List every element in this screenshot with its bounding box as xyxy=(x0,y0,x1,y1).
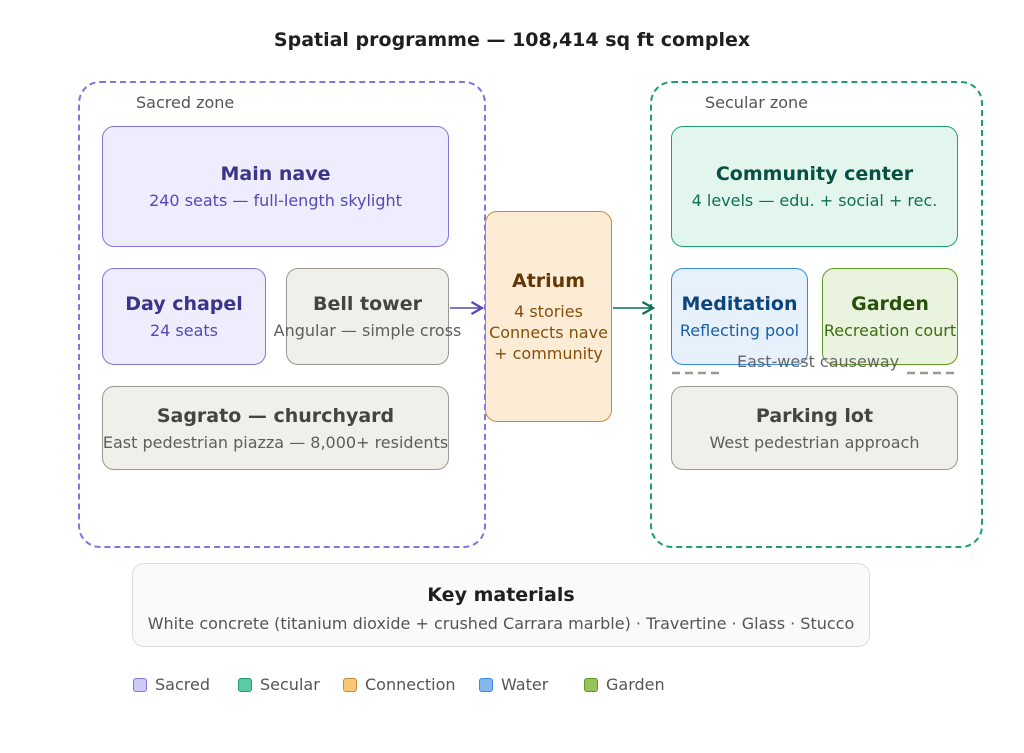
legend-swatch-sacred xyxy=(133,677,147,692)
day-chapel-title: Day chapel xyxy=(125,293,243,315)
parking-lot-node: Parking lot West pedestrian approach xyxy=(671,386,958,470)
parking-lot-title: Parking lot xyxy=(755,404,874,427)
garden-title: Garden xyxy=(851,293,929,315)
legend-label-connection: Connection xyxy=(365,675,456,694)
atrium-title: Atrium xyxy=(512,270,585,292)
meditation-node: Meditation Reflecting pool xyxy=(671,268,808,365)
legend-label-water: Water xyxy=(501,675,549,694)
secular-zone-label: Secular zone xyxy=(705,93,809,112)
legend-sacred: Sacred xyxy=(133,675,210,694)
community-center-title: Community center xyxy=(715,163,914,185)
key-materials-text: White concrete (titanium dioxide + crush… xyxy=(147,614,855,633)
atrium-line-3: + community xyxy=(494,344,603,363)
bell-tower-node: Bell tower Angular — simple cross xyxy=(274,268,461,365)
legend-swatch-water xyxy=(479,677,493,692)
legend-swatch-connection xyxy=(343,677,357,692)
legend-connection: Connection xyxy=(343,675,456,694)
legend-swatch-garden xyxy=(584,677,598,692)
diagram-title: Spatial programme — 108,414 sq ft comple… xyxy=(273,29,751,51)
day-chapel-node: Day chapel 24 seats xyxy=(102,268,266,365)
day-chapel-subtitle: 24 seats xyxy=(149,321,219,340)
community-center-node: Community center 4 levels — edu. + socia… xyxy=(671,126,958,247)
legend-label-secular: Secular xyxy=(260,675,320,694)
bell-tower-title: Bell tower xyxy=(313,293,422,315)
sagrato-node: Sagrato — churchyard East pedestrian pia… xyxy=(102,386,449,470)
main-nave-node: Main nave 240 seats — full-length skylig… xyxy=(102,126,449,247)
atrium-line-2: Connects nave xyxy=(489,323,608,342)
causeway-label: East-west causeway xyxy=(737,352,900,371)
main-nave-title: Main nave xyxy=(220,163,331,185)
community-center-subtitle: 4 levels — edu. + social + rec. xyxy=(691,191,938,210)
sagrato-title: Sagrato — churchyard xyxy=(156,404,395,427)
meditation-subtitle: Reflecting pool xyxy=(679,321,800,340)
sagrato-subtitle: East pedestrian piazza — 8,000+ resident… xyxy=(102,432,449,452)
key-materials-title: Key materials xyxy=(427,584,575,606)
bell-tower-subtitle: Angular — simple cross xyxy=(273,321,462,340)
legend-label-sacred: Sacred xyxy=(155,675,210,694)
key-materials-panel: Key materials White concrete (titanium d… xyxy=(132,563,870,647)
legend-garden: Garden xyxy=(584,675,665,694)
garden-node: Garden Recreation court xyxy=(822,268,958,365)
atrium-line-1: 4 stories xyxy=(514,302,583,321)
legend-swatch-secular xyxy=(238,677,252,692)
main-nave-subtitle: 240 seats — full-length skylight xyxy=(149,191,402,210)
legend-label-garden: Garden xyxy=(606,675,665,694)
sacred-zone-label: Sacred zone xyxy=(136,93,235,112)
garden-subtitle: Recreation court xyxy=(823,321,957,340)
atrium-node: Atrium 4 stories Connects nave + communi… xyxy=(485,211,612,422)
legend-water: Water xyxy=(479,675,548,694)
legend-secular: Secular xyxy=(238,675,320,694)
meditation-title: Meditation xyxy=(681,293,798,315)
parking-lot-subtitle: West pedestrian approach xyxy=(709,432,920,452)
